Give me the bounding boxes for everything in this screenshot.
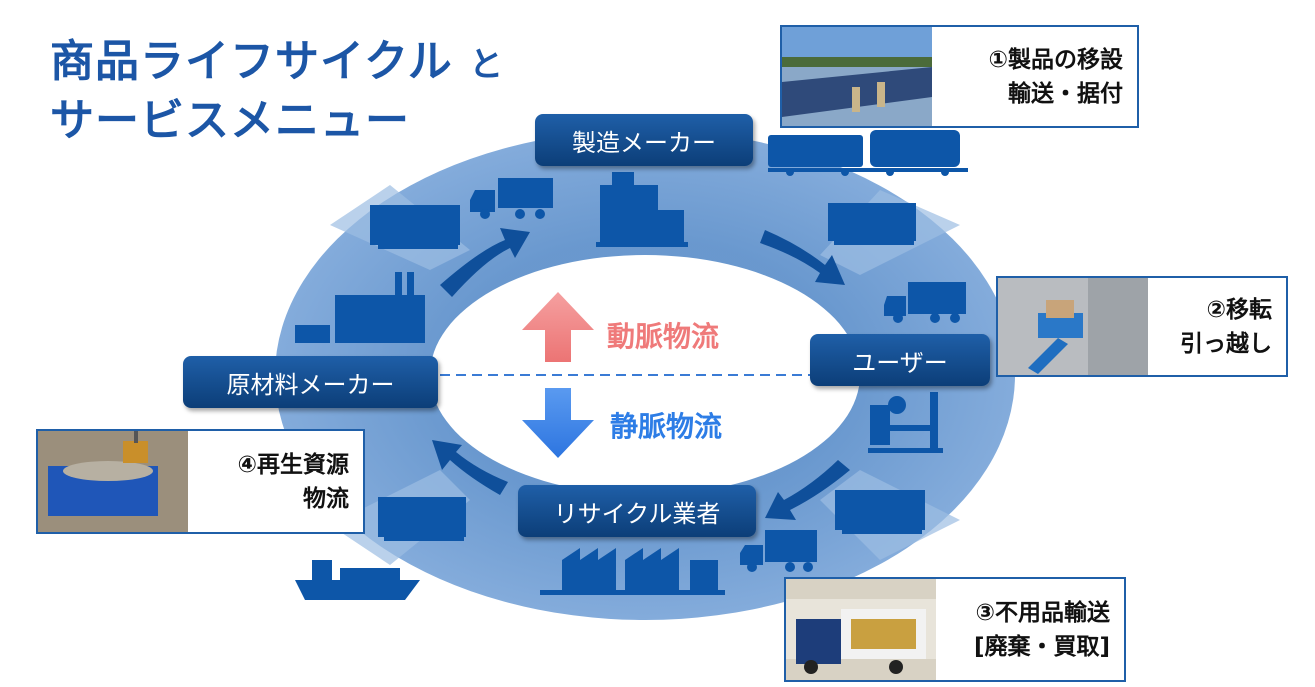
title-connector: と xyxy=(469,45,505,85)
server-rack-icon xyxy=(828,203,916,245)
truck-icon xyxy=(884,282,966,323)
service-2-line1: ②移転 xyxy=(1206,296,1272,323)
truck-icon xyxy=(740,530,817,572)
factory-icon xyxy=(295,272,425,343)
server-rack-icon xyxy=(370,205,460,249)
cycle-arrow-maker-to-user xyxy=(760,230,845,285)
service-2-line2: 引っ越し xyxy=(1180,330,1272,357)
node-recycler: リサイクル業者 xyxy=(518,485,756,537)
solar-install-photo xyxy=(782,27,932,126)
page-title: 商品ライフサイクル と サービスメニュー xyxy=(50,34,504,149)
title-line1: 商品ライフサイクル xyxy=(50,36,453,87)
truck-photo xyxy=(786,579,936,680)
venous-down-arrow xyxy=(522,388,594,458)
server-rack-icon xyxy=(378,497,466,541)
ship-icon xyxy=(295,560,420,600)
service-callout-1: ①製品の移設 輸送・据付 xyxy=(780,25,1139,128)
arterial-flow-label: 動脈物流 xyxy=(607,320,720,353)
factory-icon xyxy=(540,548,725,595)
arterial-up-arrow xyxy=(522,292,594,362)
title-line2: サービスメニュー xyxy=(50,95,410,146)
service-callout-4: ④再生資源 物流 xyxy=(36,429,365,534)
cargo-train-icon xyxy=(768,130,968,176)
service-3-line2: [廃棄・買取] xyxy=(973,633,1110,660)
service-callout-2: ②移転 引っ越し xyxy=(996,276,1288,377)
cycle-arrow-recycler-to-raw xyxy=(432,440,508,495)
service-3-line1: ③不用品輸送 xyxy=(975,599,1110,626)
truck-icon xyxy=(470,178,553,219)
venous-flow-label: 静脈物流 xyxy=(610,410,723,443)
service-4-line1: ④再生資源 xyxy=(237,451,349,478)
service-callout-3: ③不用品輸送 [廃棄・買取] xyxy=(784,577,1126,682)
server-rack-icon xyxy=(835,490,925,534)
service-1-line1: ①製品の移設 xyxy=(988,46,1123,73)
recycling-container-photo xyxy=(38,431,188,532)
service-1-line2: 輸送・据付 xyxy=(1008,80,1123,107)
building-icon xyxy=(596,172,688,247)
node-user: ユーザー xyxy=(810,334,990,386)
node-manufacturer: 製造メーカー xyxy=(535,114,753,166)
service-4-line2: 物流 xyxy=(303,485,349,512)
moving-lift-photo xyxy=(998,278,1148,375)
node-raw-material: 原材料メーカー xyxy=(183,356,438,408)
cycle-arrow-user-to-recycler xyxy=(765,460,850,520)
cycle-arrow-raw-to-maker xyxy=(440,228,530,297)
office-worker-icon xyxy=(868,392,943,453)
